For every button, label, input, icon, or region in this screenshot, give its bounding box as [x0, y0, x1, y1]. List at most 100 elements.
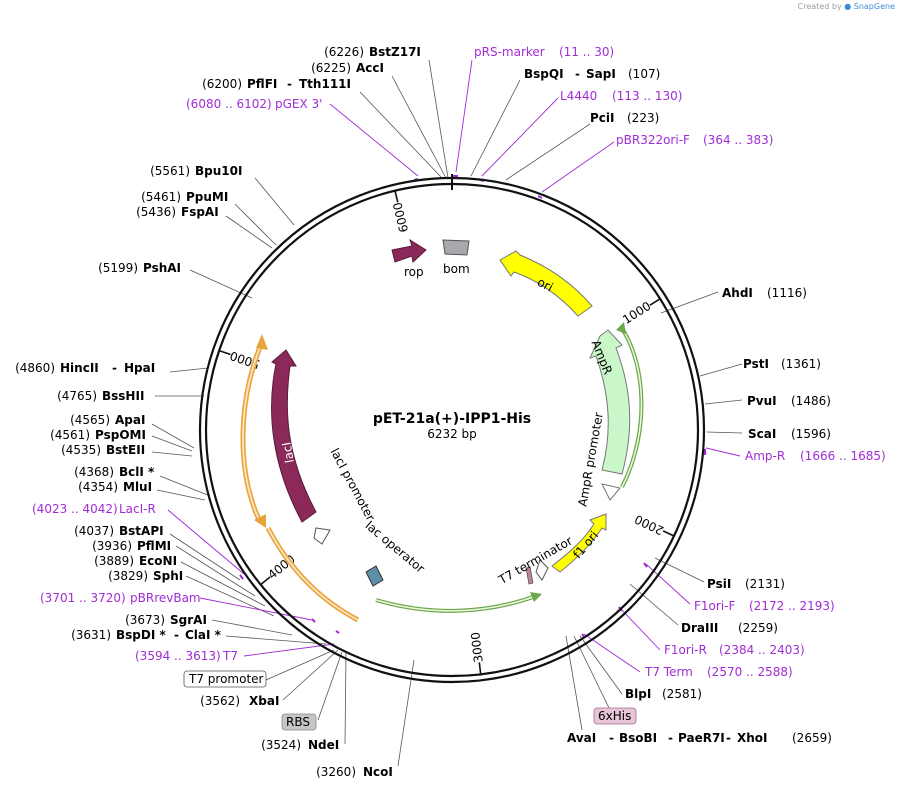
enzyme-position: (3889)	[94, 554, 134, 568]
primer-range: (3701 .. 3720)	[40, 591, 126, 605]
enzyme-position: (4368)	[74, 465, 114, 479]
tick-label: 6000	[390, 201, 411, 234]
tick-label: 2000	[632, 512, 666, 538]
feature-laci-promoter	[313, 527, 331, 545]
enzyme-position: (4037)	[74, 524, 114, 538]
t7-promoter-label: T7 promoter	[188, 672, 264, 686]
enzyme-position: (4561)	[50, 428, 90, 442]
primer-range: (3594 .. 3613)	[135, 649, 221, 663]
enzyme-separator: -	[174, 628, 179, 642]
enzyme-name: BstEII	[106, 443, 145, 457]
enzyme-name: XbaI	[249, 694, 279, 708]
enzyme-name: BssHII	[102, 389, 144, 403]
rbs-box	[281, 713, 317, 731]
leader-bcli	[159, 475, 211, 497]
primer-range: (2384 .. 2403)	[719, 643, 805, 657]
leader-bsteii	[151, 451, 193, 457]
label-ampr-promoter: AmpR promoter	[575, 411, 605, 507]
arrowhead-bottom-green	[530, 592, 542, 602]
t7-promoter-box	[183, 670, 267, 688]
enzyme-name: NcoI	[363, 765, 393, 779]
feature-laci	[271, 349, 317, 523]
enzyme-name: PpuMI	[186, 190, 228, 204]
feature-lac-operator	[365, 565, 384, 587]
leader-ndei	[344, 651, 347, 745]
primer-name: F1ori-F	[694, 599, 735, 613]
primer-name: LacI-R	[119, 502, 156, 516]
mark-t7	[335, 630, 340, 634]
enzyme-position: (2131)	[745, 577, 785, 591]
arrowhead-right-green	[616, 322, 626, 334]
enzyme-position: (5461)	[141, 190, 181, 204]
feature-ampr	[589, 329, 631, 475]
enzyme-position: (4860)	[15, 361, 55, 375]
feature-ori	[499, 250, 593, 317]
enzyme-name-alt: HpaI	[124, 361, 155, 375]
primer-name: pBRrevBam	[130, 591, 201, 605]
primer-name: pRS-marker	[474, 45, 545, 59]
enzyme-separator: -	[112, 361, 117, 375]
credit-prefix: Created by	[797, 2, 842, 11]
tick-mark	[394, 190, 399, 203]
leader-bstapi	[169, 533, 241, 581]
leader-pgex	[329, 103, 419, 177]
enzyme-name: HincII	[60, 361, 99, 375]
primer-range: (2172 .. 2193)	[749, 599, 835, 613]
enzyme-name: PflMI	[137, 539, 171, 553]
leader-pflfi	[359, 91, 443, 179]
enzyme-name-alt: SapI	[586, 67, 616, 81]
mark-pbrrevbam	[311, 618, 316, 623]
enzyme-name: ScaI	[748, 427, 776, 441]
enzyme-position: (2259)	[738, 621, 778, 635]
enzyme-position: (5199)	[98, 261, 138, 275]
mark-f1ori-f	[643, 562, 648, 568]
enzyme-name: BlpI	[625, 687, 651, 701]
feature-right-green-arc-core	[620, 326, 643, 488]
enzyme-position: (5436)	[136, 205, 176, 219]
tick-mark	[260, 576, 271, 586]
enzyme-name: DraIII	[681, 621, 718, 635]
enzyme-name-alt: BsoBI	[619, 731, 657, 745]
leader-psti	[699, 363, 743, 377]
primer-leader-lines	[167, 59, 741, 673]
enzyme-name: Bpu10I	[195, 164, 242, 178]
leader-t7	[243, 643, 335, 657]
leader-mlui	[156, 489, 206, 501]
primer-range: (4023 .. 4042)	[32, 502, 118, 516]
enzyme-position: (1116)	[767, 286, 807, 300]
leader-econi	[180, 561, 266, 607]
leader-bspqi	[470, 79, 521, 177]
leader-fspai	[225, 215, 273, 249]
his-tag-label: 6xHis	[598, 709, 631, 723]
feature-ampr-promoter	[601, 483, 621, 501]
enzyme-position: (4565)	[70, 413, 110, 427]
enzyme-position: (3260)	[316, 765, 356, 779]
primer-name: T7 Term	[644, 665, 693, 679]
enzyme-position: (2581)	[662, 687, 702, 701]
enzyme-separator: -	[668, 731, 673, 745]
primer-range: (364 .. 383)	[703, 133, 773, 147]
enzyme-name: FspAI	[181, 205, 219, 219]
his-tag-box	[593, 707, 637, 725]
enzyme-name: PsiI	[707, 577, 731, 591]
leader-pspomi	[151, 435, 193, 452]
tick-mark	[218, 349, 231, 356]
enzyme-position: (2659)	[792, 731, 832, 745]
rbs-label: RBS	[286, 715, 310, 729]
enzyme-name: BstAPI	[119, 524, 164, 538]
tick-mark	[478, 662, 482, 675]
enzyme-separator: -	[609, 731, 614, 745]
enzyme-name: PspOMI	[95, 428, 146, 442]
leader-pvui	[704, 399, 743, 405]
enzyme-name: PvuI	[747, 394, 777, 408]
enzyme-position: (4765)	[57, 389, 97, 403]
label-bom: bom	[443, 262, 470, 276]
leader-laci-r	[167, 509, 245, 575]
enzyme-position: (4535)	[61, 443, 101, 457]
plasmid-title: pET-21a(+)-IPP1-His	[373, 411, 531, 427]
enzyme-name: AvaI	[567, 731, 596, 745]
primer-name: F1ori-R	[664, 643, 707, 657]
enzyme-position: (1596)	[791, 427, 831, 441]
primer-name: Amp-R	[745, 449, 785, 463]
enzyme-name: BspDI *	[116, 628, 166, 642]
